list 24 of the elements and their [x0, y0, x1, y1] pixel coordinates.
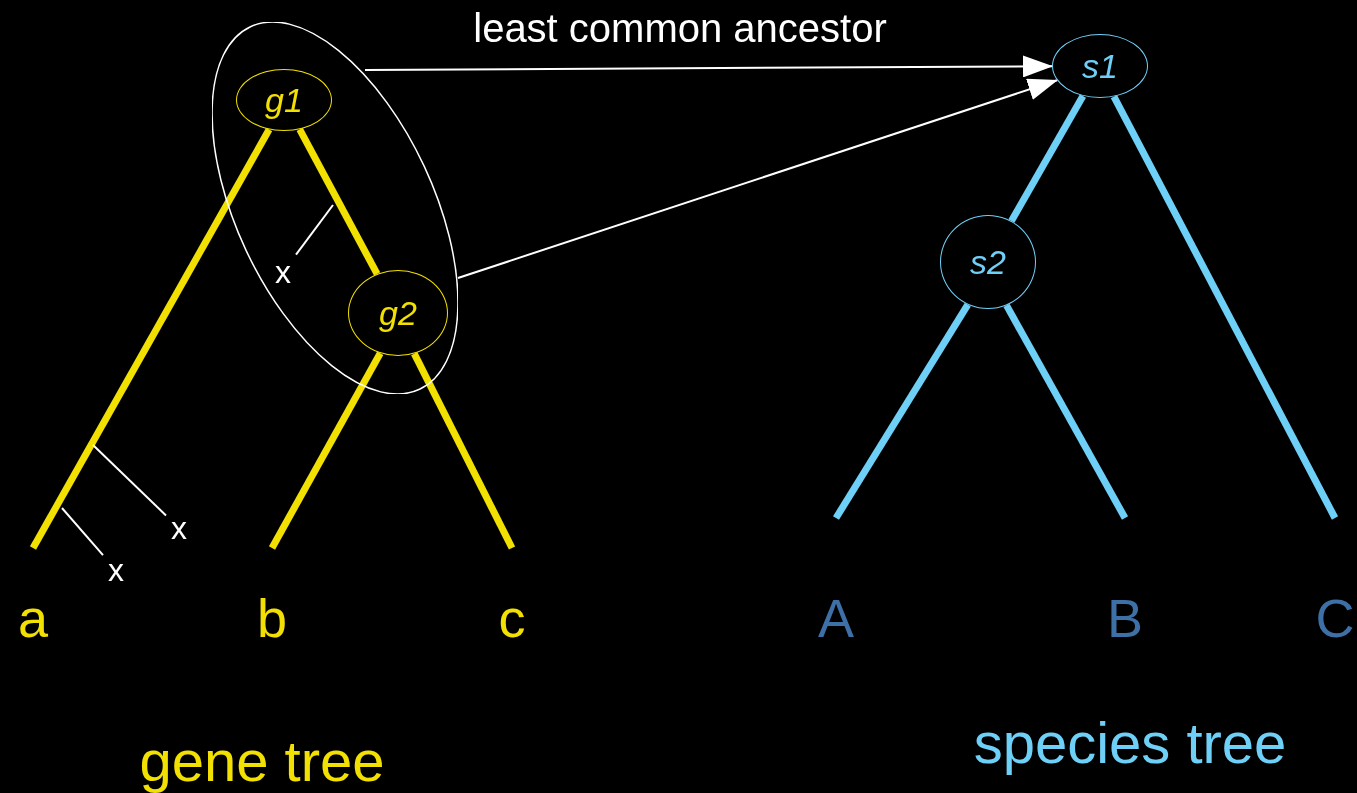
leaf-label: c [498, 588, 526, 648]
mark-label: x [166, 510, 192, 546]
mapping-arrow [364, 55, 1053, 78]
tree-branch [833, 302, 971, 520]
leaf-label: A [818, 588, 854, 648]
leader-line [295, 204, 334, 256]
leaf-label: B [1107, 588, 1143, 648]
mark-label: x [103, 552, 129, 588]
mark-label: x [270, 254, 296, 290]
leaf-label: a [17, 588, 48, 648]
tree-branch [1008, 94, 1086, 223]
leader-line [61, 507, 104, 557]
tree-branch [1003, 303, 1129, 520]
leaf-label: b [256, 588, 287, 648]
leader-line [92, 444, 167, 517]
tree-caption: gene tree [139, 726, 385, 793]
tree-branch [411, 352, 516, 550]
tree-branch [268, 351, 384, 550]
tree-branch [1110, 95, 1339, 520]
mapping-arrow [457, 78, 1058, 279]
tree-branch [296, 127, 381, 276]
tree-caption: species tree [973, 708, 1287, 776]
tree-branch [29, 127, 273, 550]
leaf-label: C [1315, 588, 1355, 648]
